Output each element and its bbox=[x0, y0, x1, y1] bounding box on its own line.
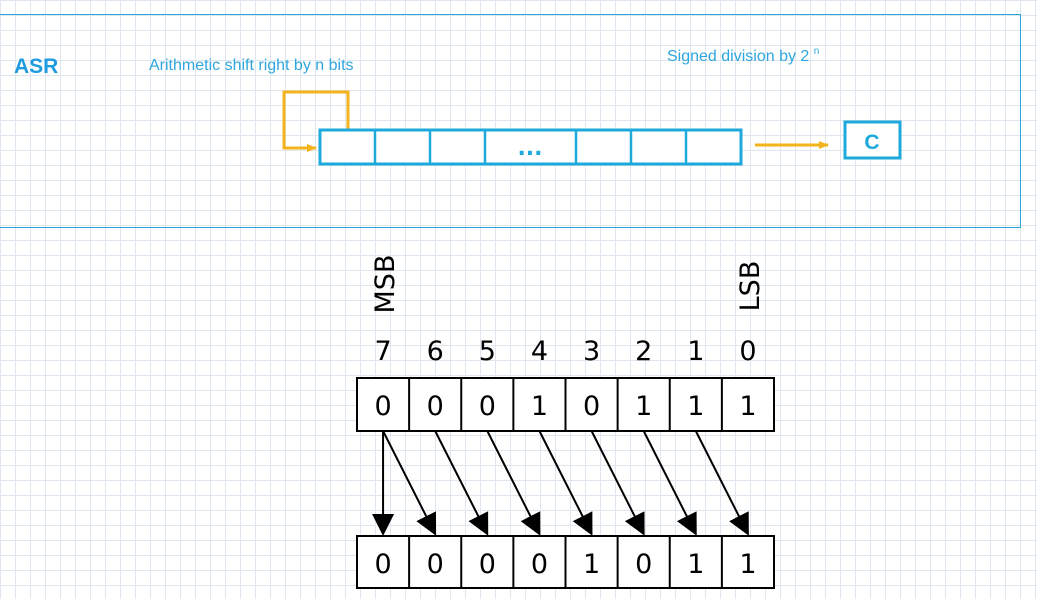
carry-flag-label: C bbox=[864, 131, 879, 154]
before-bit-value: 0 bbox=[374, 391, 391, 422]
shift-arrow bbox=[434, 430, 489, 536]
operation-meaning: Signed division by 2 n bbox=[667, 46, 819, 66]
shift-arrow bbox=[590, 430, 645, 536]
shift-arrow bbox=[538, 430, 593, 536]
asr-panel bbox=[0, 14, 1021, 228]
register-diagram: ... C bbox=[282, 90, 902, 166]
bit-index-label: 2 bbox=[635, 336, 652, 367]
shift-arrows bbox=[372, 430, 749, 536]
before-bit-value: 0 bbox=[479, 391, 496, 422]
shift-arrow bbox=[486, 430, 541, 536]
bit-index-label: 7 bbox=[374, 336, 391, 367]
shift-arrow bbox=[694, 430, 749, 536]
after-bit-value: 0 bbox=[531, 549, 548, 580]
operation-meaning-exponent: n bbox=[813, 46, 820, 57]
bit-index-label: 3 bbox=[583, 336, 600, 367]
after-bit-value: 1 bbox=[739, 549, 756, 580]
operation-meaning-text: Signed division by 2 bbox=[667, 48, 810, 65]
before-bit-value: 1 bbox=[531, 391, 548, 422]
after-bits-row: 0 0 0 0 1 0 1 1 bbox=[374, 536, 757, 588]
shift-arrow bbox=[642, 430, 697, 536]
before-bits-row: 0 0 0 1 0 1 1 1 bbox=[374, 378, 757, 431]
shift-arrow bbox=[382, 430, 437, 536]
bit-index-label: 1 bbox=[687, 336, 704, 367]
lsb-label: LSB bbox=[735, 261, 766, 312]
after-bit-value: 1 bbox=[583, 549, 600, 580]
before-bit-value: 0 bbox=[583, 391, 600, 422]
msb-feedback-arrow bbox=[282, 90, 350, 152]
before-bit-value: 1 bbox=[739, 391, 756, 422]
bit-index-label: 0 bbox=[739, 336, 756, 367]
before-bit-value: 0 bbox=[427, 391, 444, 422]
bit-index-label: 4 bbox=[531, 336, 548, 367]
bit-index-label: 5 bbox=[479, 336, 496, 367]
after-bit-value: 1 bbox=[687, 549, 704, 580]
after-bit-value: 0 bbox=[635, 549, 652, 580]
before-bit-value: 1 bbox=[687, 391, 704, 422]
before-bit-value: 1 bbox=[635, 391, 652, 422]
bit-diagram: MSB LSB 7 6 5 4 3 2 1 0 0 0 0 1 0 1 1 1 0 0 0 0 1 0 1 1 bbox=[356, 255, 775, 589]
bit-index-label: 6 bbox=[427, 336, 444, 367]
after-bit-value: 0 bbox=[374, 549, 391, 580]
register-ellipsis: ... bbox=[517, 136, 542, 161]
carry-flag-box bbox=[843, 120, 902, 160]
msb-label: MSB bbox=[370, 255, 401, 314]
operation-label: ASR bbox=[14, 55, 59, 78]
bit-index-row: 7 6 5 4 3 2 1 0 bbox=[374, 336, 756, 367]
after-bit-value: 0 bbox=[427, 549, 444, 580]
after-bit-value: 0 bbox=[479, 549, 496, 580]
register-outline bbox=[318, 128, 743, 166]
operation-description: Arithmetic shift right by n bits bbox=[149, 57, 354, 74]
